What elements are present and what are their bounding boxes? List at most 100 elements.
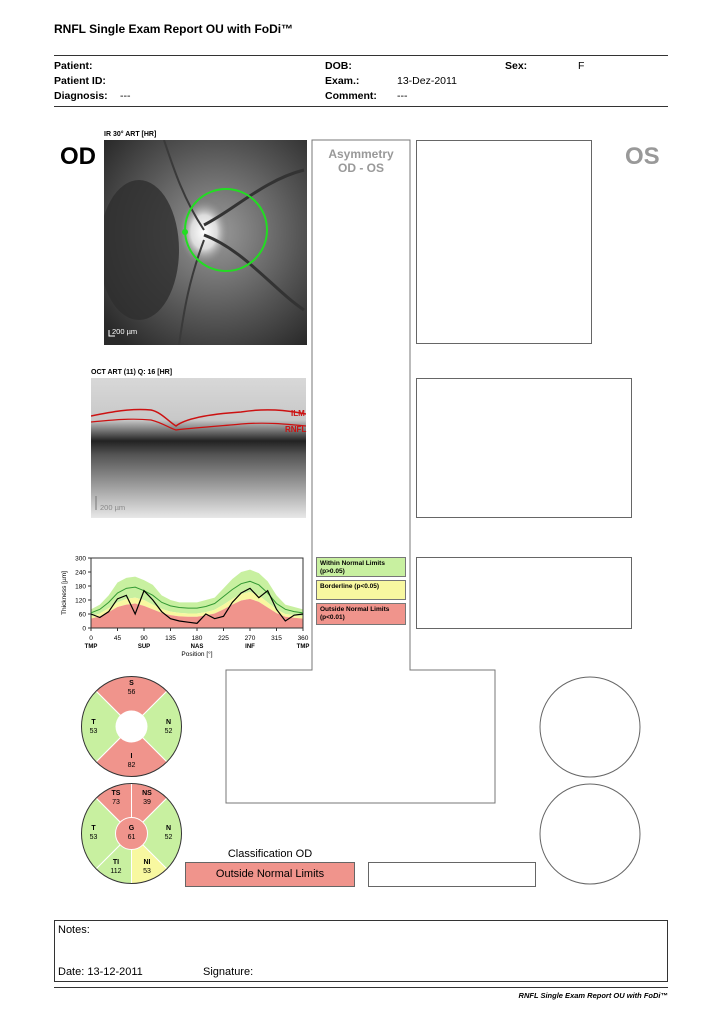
sector-n-value: 52 [164, 728, 173, 735]
os-chart-box [416, 557, 632, 629]
oct-scale: 200 µm [100, 503, 126, 512]
fundus-title: IR 30° ART [HR] [104, 131, 157, 138]
sex-label: Sex: [505, 60, 528, 72]
patient-label: Patient: [54, 60, 93, 72]
y-tick-label: 240 [75, 570, 86, 577]
y-tick-label: 0 [82, 626, 86, 633]
os-sector-circle-1 [539, 676, 641, 778]
sector-gt-value: 53 [89, 834, 98, 841]
y-axis-label: Thickness [µm] [61, 571, 68, 615]
band-borderline [91, 591, 303, 619]
sector-circle-quadrants [80, 675, 183, 778]
sector-g-value: 61 [127, 834, 136, 841]
sector-ni-label: NI [143, 859, 151, 866]
comment-value: --- [397, 90, 408, 102]
fundus-image [104, 140, 307, 345]
x-tick-label: 135 [165, 635, 176, 642]
sector-ts-value: 73 [112, 799, 120, 806]
sector-garway-labels: TS 73 NS 39 T 53 G 61 N 52 TI 112 NI 53 [80, 782, 183, 885]
sector-t-value: 53 [89, 728, 98, 735]
sex-value: F [578, 60, 585, 72]
sector-ns-label: NS [142, 790, 152, 797]
oct-bscan [91, 378, 306, 518]
legend-within: Within Normal Limits (p>0.05) [316, 557, 406, 577]
notes-signature-label: Signature: [203, 966, 254, 978]
sector-circle-garway [80, 782, 183, 885]
sector-ti-value: 112 [110, 868, 122, 875]
sector-ni-value: 53 [143, 868, 151, 875]
asymmetry-title: Asymmetry OD - OS [312, 147, 410, 175]
exam-label: Exam.: [325, 75, 360, 87]
fundus-scale: 200 µm [112, 327, 138, 336]
sector-gn-value: 52 [164, 834, 173, 841]
oct-title: OCT ART (11) Q: 16 [HR] [91, 369, 173, 376]
measured-thickness-line-0 [90, 587, 304, 624]
x-tick-label: 315 [271, 635, 282, 642]
footer-title: RNFL Single Exam Report OU with FoDi™ [518, 991, 668, 1000]
os-label: OS [625, 143, 660, 170]
notes-label: Notes: [58, 924, 90, 936]
notes-date: Date: 13-12-2011 [58, 966, 143, 978]
region-label: TMP [297, 644, 310, 650]
patient-divider [54, 106, 668, 107]
sector-s-label: S [129, 680, 134, 687]
sector-n-label: N [165, 719, 172, 726]
oct-ilm-label: ILM [291, 409, 305, 418]
y-tick-label: 300 [75, 556, 86, 563]
diagnosis-label: Diagnosis: [54, 90, 108, 102]
sector-gt-label: T [91, 825, 96, 832]
sector-ns-value: 39 [143, 799, 151, 806]
notes-box [54, 920, 668, 982]
x-tick-label: 180 [192, 635, 203, 642]
sector-i-label: I [130, 753, 133, 760]
y-tick-label: 180 [75, 584, 86, 591]
chart-labels: 0 60 120 180 240 300 0 45 90 135 180 225 270 315 360TM… [61, 556, 309, 659]
chart-lines [90, 580, 304, 624]
patient-id-label: Patient ID: [54, 75, 106, 87]
legend-outside: Outside Normal Limits (p<0.01) [316, 603, 406, 625]
sector-quadrant-labels: S 56 T 53 N 52 I 82 [80, 675, 183, 778]
x-axis-label: Position [°] [181, 650, 212, 658]
sector-i-value: 82 [127, 762, 136, 769]
oct-rnfl-label: RNFL [285, 425, 307, 434]
x-tick-label: 45 [114, 635, 122, 642]
dob-label: DOB: [325, 60, 352, 72]
sector-t-label: T [91, 719, 96, 726]
footer-divider [54, 987, 668, 988]
x-tick-label: 360 [298, 635, 309, 642]
od-label: OD [60, 143, 96, 170]
x-tick-label: 90 [140, 635, 148, 642]
asymmetry-line1: Asymmetry [328, 147, 394, 161]
comment-label: Comment: [325, 90, 377, 102]
sector-ts-label: TS [111, 790, 121, 797]
report-title: RNFL Single Exam Report OU with FoDi™ [54, 22, 294, 36]
region-label: TMP [85, 644, 98, 650]
os-fundus-box [416, 140, 592, 344]
sector-ti-label: TI [112, 859, 120, 866]
legend-borderline: Borderline (p<0.05) [316, 580, 406, 600]
header-divider [54, 55, 668, 56]
sector-s-value: 56 [127, 689, 136, 696]
os-sector-circle-2 [539, 783, 641, 885]
diagnosis-value: --- [120, 90, 131, 102]
x-tick-label: 270 [245, 635, 256, 642]
y-tick-label: 60 [79, 612, 87, 619]
x-tick-label: 225 [218, 635, 229, 642]
classification-od-value: Outside Normal Limits [185, 862, 355, 887]
sector-gn-label: N [165, 825, 172, 832]
chart-grid [88, 557, 304, 631]
classification-os-box [368, 862, 536, 887]
region-label: INF [245, 644, 255, 650]
os-oct-box [416, 378, 632, 518]
band-outside [91, 598, 303, 628]
classification-title: Classification OD [227, 848, 313, 860]
region-label: SUP [138, 644, 150, 650]
region-label: NAS [191, 644, 204, 650]
sector-g-label: G [128, 825, 135, 832]
y-tick-label: 120 [75, 598, 86, 605]
x-tick-label: 0 [89, 635, 93, 642]
thickness-chart: 0 60 120 180 240 300 0 45 90 135 180 225 270 315 360TM… [61, 556, 309, 659]
exam-value: 13-Dez-2011 [397, 75, 457, 87]
normal-mean-line [90, 580, 304, 614]
